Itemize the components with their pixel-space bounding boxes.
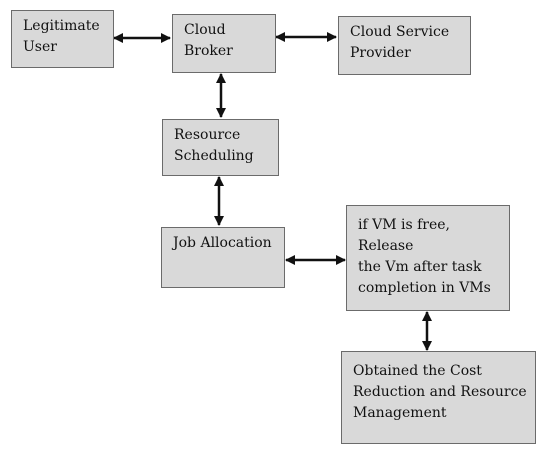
node-label-line: Reduction and Resource: [353, 384, 527, 400]
legitimate-user-box: Legitimate User: [11, 10, 114, 68]
cloud-broker-box: Cloud Broker: [172, 14, 276, 73]
node-label-line: Legitimate: [23, 18, 100, 34]
vm-release-box: if VM is free, Release the Vm after task…: [346, 205, 510, 311]
node-label-line: completion in VMs: [358, 280, 491, 296]
node-label-line: Obtained the Cost: [353, 363, 482, 379]
node-label-line: Broker: [184, 43, 233, 59]
job-allocation-box: Job Allocation: [161, 227, 285, 288]
node-label-line: Job Allocation: [173, 235, 272, 251]
node-label-line: Scheduling: [174, 148, 254, 164]
node-label-line: Provider: [350, 45, 411, 61]
node-label-line: if VM is free, Release: [358, 217, 451, 254]
resource-scheduling-box: Resource Scheduling: [162, 119, 279, 176]
cloud-service-provider-box: Cloud Service Provider: [338, 16, 471, 75]
cost-reduction-box: Obtained the Cost Reduction and Resource…: [341, 351, 536, 444]
node-label-line: User: [23, 39, 57, 55]
node-label-line: the Vm after task: [358, 259, 482, 275]
node-label-line: Cloud Service: [350, 24, 450, 40]
node-label-line: Cloud: [184, 22, 226, 38]
node-label-line: Resource: [174, 127, 241, 143]
node-label-line: Management: [353, 405, 447, 421]
